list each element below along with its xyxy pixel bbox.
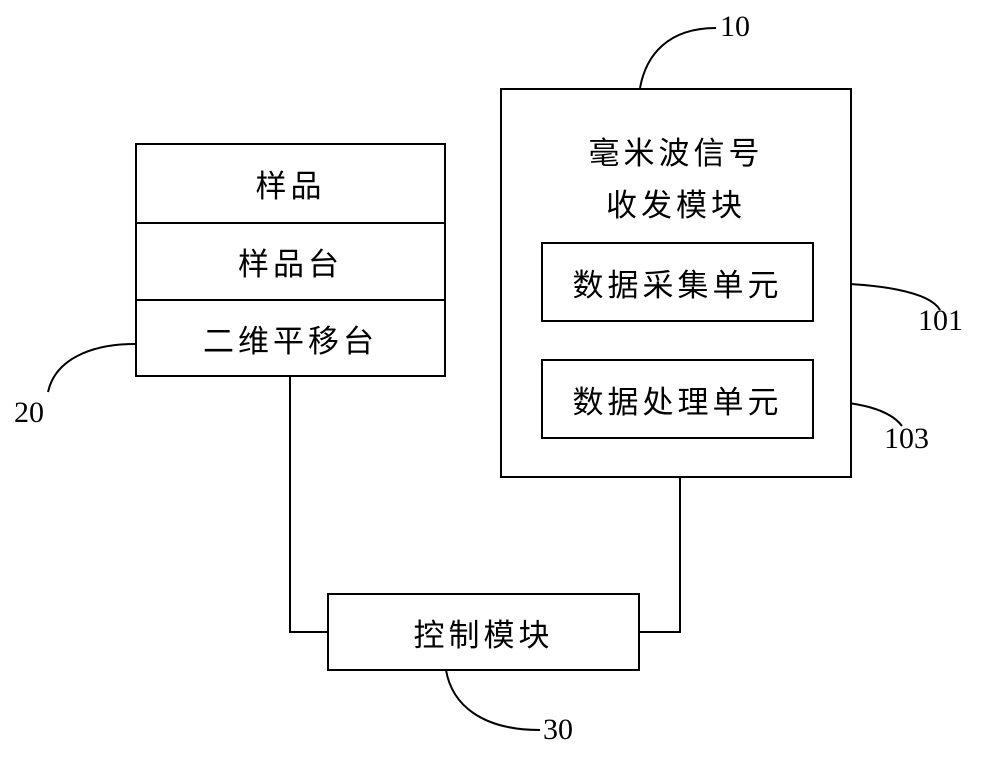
ref-label-103: 103: [884, 424, 929, 454]
sample-label: 样品: [256, 161, 326, 206]
data-processing-unit: 数据处理单元: [541, 359, 814, 439]
transceiver-title-text2: 收发模块: [606, 180, 746, 225]
transceiver-title-line1: 毫米波信号: [502, 130, 850, 170]
control-label: 控制模块: [414, 610, 554, 655]
wire-transceiver-to-control: [639, 478, 680, 632]
leader-ref-20: [48, 344, 135, 392]
control-module: 控制模块: [327, 593, 640, 671]
sample-stage-label: 样品台: [238, 239, 343, 284]
transceiver-title-text1: 毫米波信号: [589, 128, 764, 173]
control-label-wrap: 控制模块: [329, 595, 638, 669]
data-acquisition-label: 数据采集单元: [573, 260, 783, 305]
ref-label-30: 30: [543, 715, 573, 745]
translation-stage-row: 二维平移台: [137, 299, 444, 375]
sample-row: 样品: [137, 145, 444, 222]
sample-stack: 样品 样品台 二维平移台: [135, 143, 446, 377]
wire-stack-to-control: [290, 376, 327, 632]
translation-stage-label: 二维平移台: [203, 316, 378, 361]
data-processing-label-wrap: 数据处理单元: [543, 361, 812, 437]
data-acquisition-label-wrap: 数据采集单元: [543, 244, 812, 320]
leader-ref-10: [640, 28, 716, 88]
sample-stage-row: 样品台: [137, 222, 444, 299]
data-processing-label: 数据处理单元: [573, 377, 783, 422]
ref-label-10: 10: [720, 12, 750, 42]
transceiver-title-line2: 收发模块: [502, 182, 850, 222]
ref-label-20: 20: [14, 398, 44, 428]
leader-ref-30: [446, 670, 540, 730]
ref-label-101: 101: [918, 306, 963, 336]
data-acquisition-unit: 数据采集单元: [541, 242, 814, 322]
